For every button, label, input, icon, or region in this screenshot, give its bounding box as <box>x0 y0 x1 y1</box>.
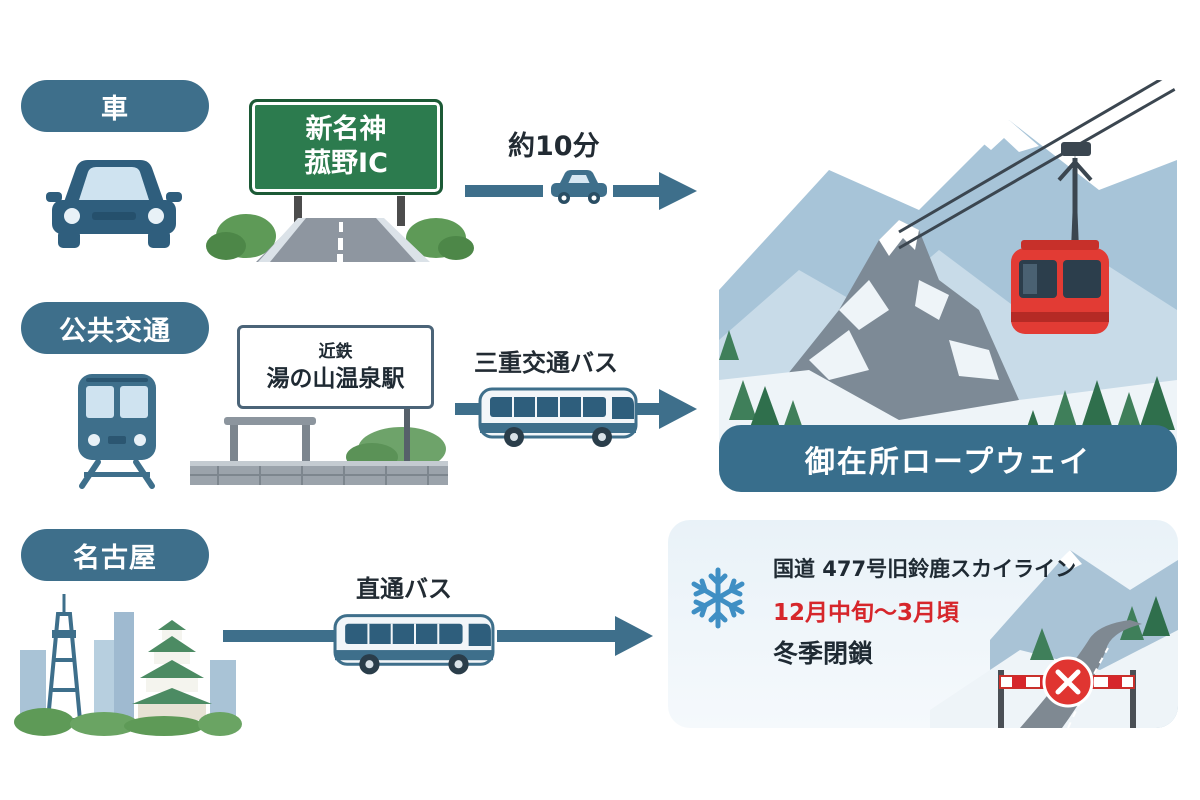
station-sign-line1: 近鉄 <box>318 342 353 362</box>
highway-sign-line1: 新名神 <box>305 114 387 145</box>
snowflake-icon <box>691 567 745 629</box>
destination-banner: 御在所ロープウェイ <box>719 425 1177 492</box>
highway-road-illustration <box>206 196 474 262</box>
notice-road-name: 国道 477号旧鈴鹿スカイライン <box>773 557 1077 581</box>
winter-closure-notice: 国道 477号旧鈴鹿スカイライン 12月中旬～3月頃 冬季閉鎖 <box>668 520 1178 728</box>
direct-bus-icon <box>333 614 495 675</box>
train-icon <box>78 374 156 489</box>
small-car-icon <box>551 170 607 204</box>
snowy-road-illustration <box>930 550 1178 728</box>
highway-sign-line2: 菰野IC <box>304 148 388 179</box>
car-icon <box>46 160 182 248</box>
car-arrow <box>465 172 697 210</box>
direct-bus-label: 直通バス <box>356 575 452 603</box>
public-bus-arrow <box>455 389 697 429</box>
nagoya-route-label: 名古屋 <box>21 529 209 581</box>
station-platform-illustration <box>190 405 448 485</box>
car-duration-label: 約10分 <box>508 131 600 162</box>
public-transport-route-label: 公共交通 <box>21 302 209 354</box>
station-sign: 近鉄 湯の山温泉駅 <box>237 325 434 409</box>
public-bus-label: 三重交通バス <box>474 349 618 377</box>
mountain-ropeway-illustration <box>719 80 1177 480</box>
nagoya-city-illustration <box>14 594 242 736</box>
car-route-label: 車 <box>21 80 209 132</box>
highway-sign: 新名神 菰野IC <box>249 99 443 195</box>
direct-bus-arrow <box>223 616 653 656</box>
station-sign-line2: 湯の山温泉駅 <box>266 366 405 392</box>
public-bus-icon <box>478 387 638 447</box>
notice-closure-status: 冬季閉鎖 <box>773 639 874 668</box>
notice-closure-period: 12月中旬～3月頃 <box>773 600 960 626</box>
